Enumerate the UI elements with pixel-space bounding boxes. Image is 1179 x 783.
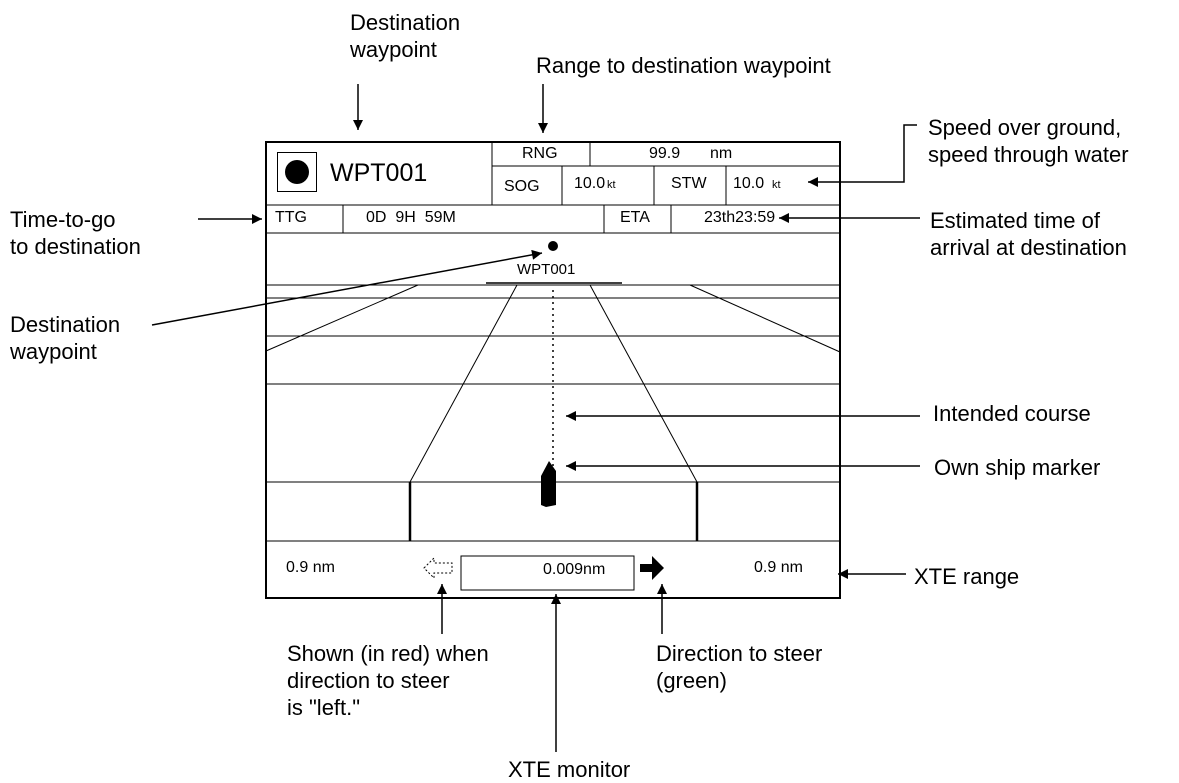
rng-label: RNG [522,145,558,162]
xte-left-range: 0.9 nm [286,559,335,576]
annotation-range-to-destination: Range to destination waypoint [536,53,831,78]
waypoint-name: WPT001 [330,159,428,187]
annotation-destination-waypoint-top: Destination waypoint [350,10,461,62]
annotation-steer-left: Shown (in red) when direction to steer i… [287,641,489,720]
xte-value-box [460,555,635,591]
own-ship-marker [541,461,556,507]
waypoint-symbol-box [277,152,317,192]
stw-value: 10.0 [733,175,765,192]
left-steer-arrow-icon [423,556,453,580]
ttg-value: 0D 9H 59M [366,209,456,226]
sog-unit: kt [607,179,616,191]
annotation-intended-course: Intended course [933,401,1091,426]
xte-value: 0.009nm [543,561,606,578]
stw-unit: kt [772,179,781,191]
highway-waypoint-label: WPT001 [517,261,576,278]
stw-label: STW [671,175,707,192]
waypoint-dot [548,241,558,251]
sog-value: 10.0 [574,175,606,192]
annotation-own-ship-marker: Own ship marker [934,455,1101,480]
highway-perspective-lines [265,284,841,541]
xte-right-range: 0.9 nm [754,559,803,576]
annotation-time-to-go: Time-to-go to destination [10,207,141,259]
rng-value: 99.9 [649,145,681,162]
right-steer-arrow-icon [640,556,664,580]
waypoint-circle-icon [285,160,309,184]
annotation-steer-right: Direction to steer (green) [656,641,823,693]
ttg-label: TTG [275,209,307,226]
annotation-speed: Speed over ground, speed through water [928,115,1129,167]
eta-label: ETA [620,209,650,226]
annotation-destination-waypoint-left: Destination waypoint [10,312,121,364]
annotation-arrows [151,84,920,752]
annotation-xte-monitor: XTE monitor [508,757,631,782]
annotation-xte-range: XTE range [914,564,1020,589]
sog-label: SOG [504,178,540,195]
annotation-eta: Estimated time of arrival at destination [930,208,1127,260]
rng-unit: nm [710,145,733,162]
eta-value: 23th23:59 [704,209,776,226]
header-grid [266,142,840,234]
